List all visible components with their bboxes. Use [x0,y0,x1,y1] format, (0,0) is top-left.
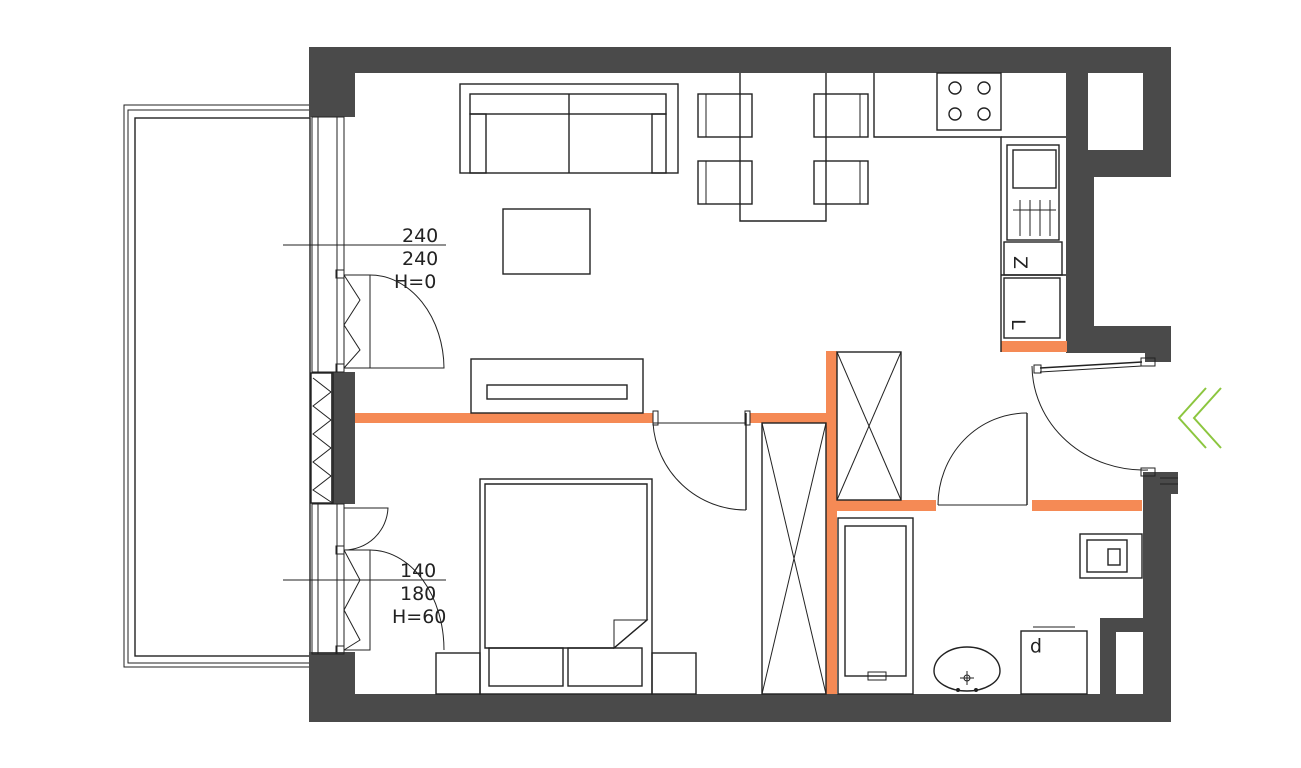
stove-icon [948,81,991,121]
fridge [1003,241,1063,276]
window-living-dimensions: 240 240 H=0 [283,225,446,293]
double-chevron-left-icon [1177,387,1222,449]
washing-machine [1020,626,1088,695]
window-bedroom-dimensions: 140 180 H=60 [283,560,446,628]
bed [479,478,653,695]
interior-partitions [355,341,1142,694]
zigzag-radiator-icon [310,372,334,504]
dishwasher [1003,277,1061,339]
oven-microwave-icon [1006,144,1060,241]
bedroom-door [652,410,751,511]
nightstand-left [435,652,481,695]
tv-cabinet [470,358,644,414]
window-bedroom-height: 180 [400,583,436,605]
boiler [1079,533,1143,579]
window-living-width: 240 [402,225,438,247]
kitchen-counter [873,72,1066,352]
sofa [459,83,679,174]
exterior-wall-hatch [1160,472,1178,494]
dining-chairs [697,93,869,205]
fridge-label: Z [1009,256,1031,269]
washer-label: L [1007,319,1029,330]
window-living-sill: H=0 [394,271,436,293]
exterior-walls [309,47,1171,722]
wardrobe [761,422,827,695]
balcony [123,104,311,668]
bathroom-washer-label: p [1030,637,1042,659]
window-living-height: 240 [402,248,438,270]
dining-table [739,73,827,222]
entrance-door [1031,357,1156,477]
window-bedroom-sill: H=60 [392,606,446,628]
hall-closet [836,351,902,501]
coffee-table [502,208,591,275]
sink [933,646,1001,692]
bathroom-door [937,412,1028,506]
bathtub [837,517,914,695]
window-bedroom [311,503,445,655]
window-bedroom-width: 140 [400,560,436,582]
nightstand-right [651,652,697,695]
